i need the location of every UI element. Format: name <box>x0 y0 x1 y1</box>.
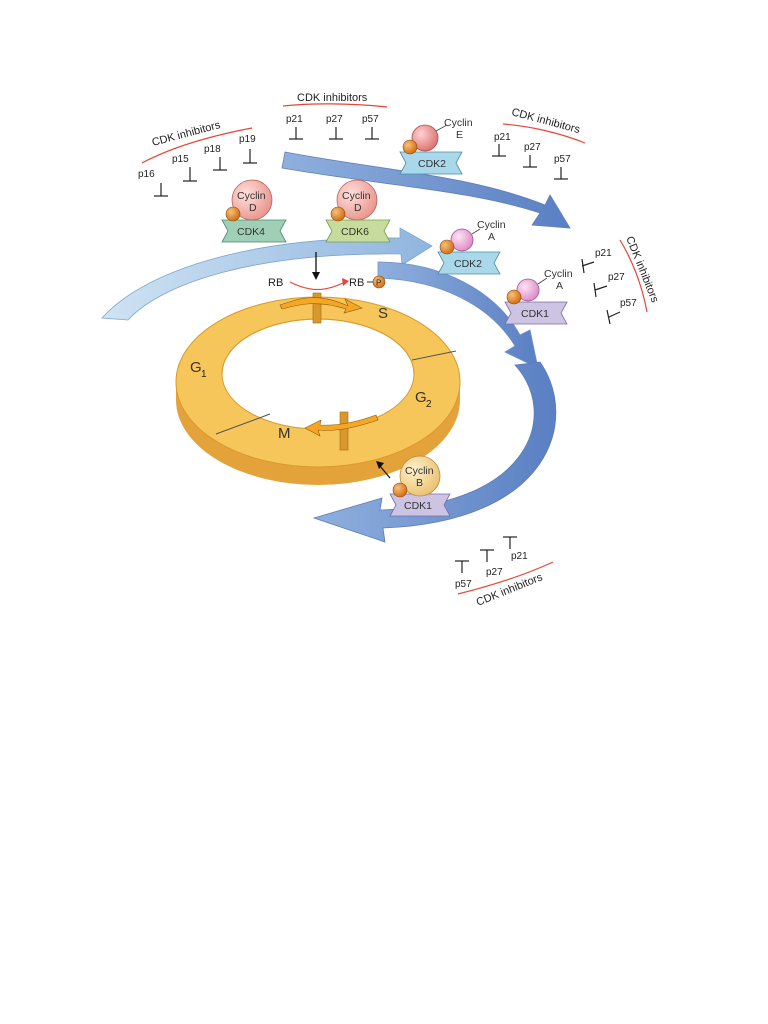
cyclin-a-cdk1-complex: Cyclin A CDK1 <box>505 268 573 324</box>
inhibitor-title-top-right: CDK inhibitors <box>510 106 581 136</box>
phase-m-label: M <box>278 425 291 442</box>
inhibitor-p21-tr: p21 <box>494 132 511 143</box>
cyclin-d2-label: Cyclin <box>342 190 371 202</box>
phase-s-label: S <box>378 305 388 322</box>
cyclin-e-label: Cyclin <box>444 117 473 129</box>
rb-conversion-arrowhead <box>342 278 349 286</box>
cyclin-b-sub: B <box>416 477 423 489</box>
cyclin-b-label: Cyclin <box>405 465 434 477</box>
inhibitor-p27-right: p27 <box>608 272 625 283</box>
cdk2-top-label: CDK2 <box>418 158 446 170</box>
inhibitor-p57-top: p57 <box>362 114 379 125</box>
inhibitor-p27-bottom: p27 <box>486 567 503 578</box>
phosphate-label: P <box>376 279 381 288</box>
cdk1-bottom-label: CDK1 <box>404 500 432 512</box>
cyclin-d-label: Cyclin <box>237 190 266 202</box>
inhibitor-group-top-right: CDK inhibitors p21 p27 p57 <box>492 106 585 179</box>
cyclin-a2-sub: A <box>556 280 563 292</box>
cdk1-mid-label: CDK1 <box>521 308 549 320</box>
cyclin-e-cdk2-complex: Cyclin E CDK2 <box>400 117 473 174</box>
cyclin-d-sub: D <box>249 202 257 214</box>
inhibitor-p27-top: p27 <box>326 114 343 125</box>
phase-g1-subscript: 1 <box>201 369 207 380</box>
phase-g2-label: G <box>415 389 427 406</box>
cyclin-d-cdk4-complex: Cyclin D CDK4 <box>222 180 286 242</box>
rb-conversion-arrow <box>290 282 345 290</box>
inhibitor-p19: p19 <box>239 134 256 145</box>
inhibitor-group-top-mid: CDK inhibitors p21 p27 p57 <box>283 92 387 139</box>
inhibitor-p21-right: p21 <box>595 248 612 259</box>
cyclin-e-sub: E <box>456 129 463 141</box>
rb-arrowhead <box>312 272 320 280</box>
cyclin-a-cdk2-complex: Cyclin A CDK2 <box>438 219 506 274</box>
phase-g1-label: G <box>190 359 202 376</box>
inhibitor-p18: p18 <box>204 144 221 155</box>
cyclin-d-cdk6-complex: Cyclin D CDK6 <box>326 180 390 242</box>
cdk4-label: CDK4 <box>237 226 265 238</box>
inhibitor-p16: p16 <box>138 169 155 180</box>
inhibitor-p21-bottom: p21 <box>511 551 528 562</box>
inhibitor-title-right: CDK inhibitors <box>623 235 661 305</box>
phase-g2-subscript: 2 <box>426 399 432 410</box>
inhibitor-p57-tr: p57 <box>554 154 571 165</box>
cyclin-a-label: Cyclin <box>477 219 506 231</box>
cyclin-a2-label: Cyclin <box>544 268 573 280</box>
rb-phospho-label: RB <box>349 277 364 289</box>
inhibitor-p27-tr: p27 <box>524 142 541 153</box>
inhibitor-p21-top: p21 <box>286 114 303 125</box>
cdk2-mid-label: CDK2 <box>454 258 482 270</box>
inhibitor-group-bottom: p57 p27 p21 CDK inhibitors <box>455 537 553 609</box>
cyclin-d2-sub: D <box>354 202 362 214</box>
cyclin-a-sub: A <box>488 231 495 243</box>
inhibitor-p15: p15 <box>172 154 189 165</box>
inhibitor-p57-right: p57 <box>620 298 637 309</box>
inhibitor-p57-bottom: p57 <box>455 579 472 590</box>
inhibitor-title-top-mid: CDK inhibitors <box>297 92 368 104</box>
rb-label: RB <box>268 277 283 289</box>
cdk6-label: CDK6 <box>341 226 369 238</box>
inhibitor-group-right: CDK inhibitors p21 p27 p57 <box>582 235 661 324</box>
